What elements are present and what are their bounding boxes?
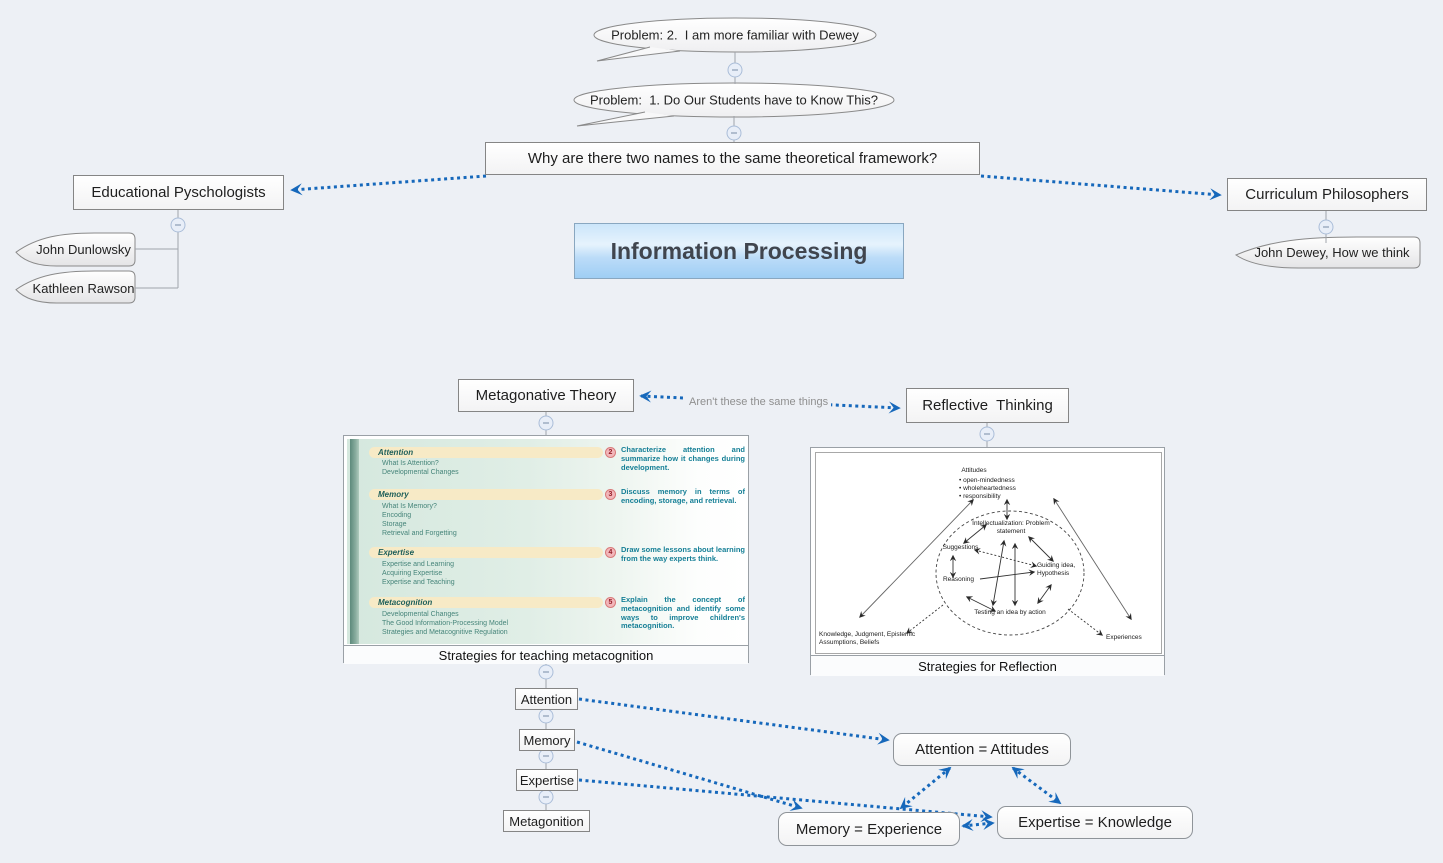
- textbook-image-content: Attention What Is Attention? Development…: [347, 439, 747, 644]
- collapse-toggle-icon[interactable]: [538, 664, 554, 680]
- topic-memory-experience[interactable]: Memory = Experience: [778, 812, 960, 846]
- reflection-label-attitude-item: • open-mindedness: [959, 477, 1015, 484]
- collapse-toggle-icon[interactable]: [538, 708, 554, 724]
- subtopic-john-dunlowsky[interactable]: John Dunlowsky: [36, 241, 131, 257]
- goal-text: Draw some lessons about learning from th…: [621, 545, 745, 563]
- goal-number-badge: 3: [605, 489, 616, 500]
- reflection-label-reasoning: Reasoning: [942, 576, 975, 583]
- subtopic-kathleen-rawson[interactable]: Kathleen Rawson: [32, 280, 135, 296]
- textbook-section-header: Expertise: [369, 547, 603, 558]
- textbook-subitem: Retrieval and Forgetting: [382, 530, 457, 537]
- topic-expertise-knowledge[interactable]: Expertise = Knowledge: [997, 806, 1193, 839]
- collapse-toggle-icon[interactable]: [979, 426, 995, 442]
- textbook-subitem: The Good Information-Processing Model: [382, 620, 509, 627]
- collapse-toggle-icon[interactable]: [538, 748, 554, 764]
- pointed-topic-shape[interactable]: [15, 270, 136, 304]
- topic-curriculum-philosophers[interactable]: Curriculum Philosophers: [1227, 178, 1427, 211]
- goal-text: Characterize attention and summarize how…: [621, 445, 745, 472]
- reflection-label-suggestions: Suggestions: [942, 544, 979, 551]
- reflection-label-intellectualization: Intellectualization: Problem statement: [972, 520, 1050, 535]
- topic-educational-psychologists[interactable]: Educational Pyschologists: [73, 175, 284, 210]
- topic-reflective-thinking[interactable]: Reflective Thinking: [906, 388, 1069, 423]
- textbook-subitem: Encoding: [382, 512, 412, 519]
- reflection-label-knowledge: Knowledge, Judgment, Epistemic Assumptio…: [819, 631, 916, 646]
- textbook-subitem: What Is Memory?: [382, 503, 437, 510]
- textbook-subitem: Acquiring Expertise: [382, 570, 443, 577]
- goal-number-badge: 4: [605, 547, 616, 558]
- reflection-label-experiences: Experiences: [1106, 634, 1142, 641]
- reflection-image-border: [815, 452, 1162, 654]
- topic-attention[interactable]: Attention: [515, 688, 578, 710]
- pointed-topic-shape[interactable]: [1234, 236, 1421, 269]
- callout-bubble-shape[interactable]: [573, 82, 895, 127]
- relationship-arrows: [290, 174, 1222, 831]
- textbook-subitem: Expertise and Learning: [382, 561, 454, 568]
- topic-question[interactable]: Why are there two names to the same theo…: [485, 142, 980, 175]
- textbook-subitem: Storage: [382, 521, 407, 528]
- textbook-subitem: What Is Attention?: [382, 460, 439, 467]
- textbook-image[interactable]: Attention What Is Attention? Development…: [343, 435, 749, 664]
- goal-text: Explain the concept of metacognition and…: [621, 595, 745, 631]
- collapse-toggle-icon[interactable]: [538, 415, 554, 431]
- callout-problem-2[interactable]: Problem: 2. I am more familiar with Dewe…: [611, 27, 859, 43]
- central-topic[interactable]: Information Processing: [574, 223, 904, 279]
- collapse-toggle-icon[interactable]: [726, 125, 742, 141]
- callout-bubble-shape[interactable]: [593, 17, 877, 62]
- reflection-label-attitude-item: • wholeheartedness: [959, 485, 1016, 492]
- reflection-label-guiding-idea: Guiding idea, Hypothesis: [1037, 562, 1076, 577]
- goal-text: Discuss memory in terms of encoding, sto…: [621, 487, 745, 505]
- reflection-caption: Strategies for Reflection: [811, 655, 1164, 676]
- relationship-label[interactable]: Aren't these the same things: [686, 396, 832, 408]
- pointed-topic-shape[interactable]: [15, 232, 136, 267]
- collapse-toggles: [170, 62, 1334, 805]
- callout-problem-1[interactable]: Problem: 1. Do Our Students have to Know…: [589, 92, 879, 108]
- textbook-subitem: Developmental Changes: [382, 469, 459, 476]
- topic-expertise[interactable]: Expertise: [516, 769, 578, 791]
- reflection-label-testing: Testing an idea by action: [974, 609, 1046, 616]
- collapse-toggle-icon[interactable]: [727, 62, 743, 78]
- subtopic-john-dewey[interactable]: John Dewey, How we think: [1254, 244, 1410, 260]
- topic-metacognitive-theory[interactable]: Metagonative Theory: [458, 379, 634, 412]
- reflection-label-attitudes: Attitudes: [961, 467, 987, 474]
- goal-number-badge: 5: [605, 597, 616, 608]
- reflection-image[interactable]: Attitudes • open-mindedness • wholeheart…: [810, 447, 1165, 676]
- textbook-subitem: Developmental Changes: [382, 611, 459, 618]
- textbook-section-header: Metacognition: [369, 597, 603, 608]
- topic-memory[interactable]: Memory: [519, 729, 575, 751]
- textbook-subitem: Expertise and Teaching: [382, 579, 455, 586]
- textbook-subitem: Strategies and Metacognitive Regulation: [382, 629, 508, 636]
- collapse-toggle-icon[interactable]: [1318, 219, 1334, 235]
- topic-attention-attitudes[interactable]: Attention = Attitudes: [893, 733, 1071, 766]
- reflection-diagram-arrows: [859, 497, 1132, 636]
- textbook-section-header: Memory: [369, 489, 603, 500]
- textbook-section-header: Attention: [369, 447, 603, 458]
- textbook-caption: Strategies for teaching metacognition: [344, 645, 748, 664]
- reflection-label-attitude-item: • responsibility: [959, 493, 1001, 500]
- topic-metacognition[interactable]: Metagonition: [503, 810, 590, 832]
- textbook-green-bar: [350, 439, 359, 644]
- collapse-toggle-icon[interactable]: [538, 789, 554, 805]
- collapse-toggle-icon[interactable]: [170, 217, 186, 233]
- goal-number-badge: 2: [605, 447, 616, 458]
